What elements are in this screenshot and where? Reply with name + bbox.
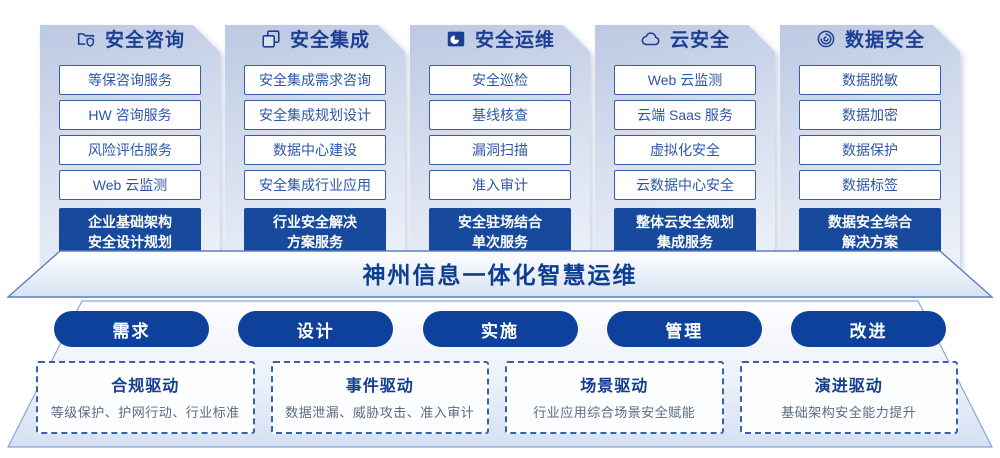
card-title: 安全咨询	[104, 30, 185, 51]
card-title: 云安全	[669, 30, 730, 51]
process-step-design: 设计	[238, 311, 394, 347]
process-step-manage: 管理	[606, 311, 762, 347]
service-item: 数据中心建设	[244, 135, 386, 165]
process-steps-row: 需求 设计 实施 管理 改进	[54, 311, 946, 347]
card-highlight: 行业安全解决 方案服务	[244, 208, 386, 257]
service-item: 虚拟化安全	[614, 135, 756, 165]
service-item: 数据脱敏	[799, 65, 941, 95]
card-header: 数据安全	[780, 25, 960, 52]
card-header: 安全运维	[410, 25, 590, 52]
service-item: 云数据中心安全	[614, 170, 756, 200]
driver-desc: 等级保护、护网行动、行业标准	[50, 405, 240, 420]
driver-title: 事件驱动	[345, 378, 414, 395]
service-item: Web 云监测	[614, 65, 756, 95]
documents-icon	[260, 28, 282, 50]
banner: 神州信息一体化智慧运维	[0, 250, 1000, 298]
service-card-ops: 安全运维 安全巡检 基线核查 漏洞扫描 准入审计 安全驻场结合 单次服务	[410, 5, 590, 250]
service-item: 数据标签	[799, 170, 941, 200]
process-step-improve: 改进	[791, 311, 946, 347]
card-title: 安全集成	[289, 30, 370, 51]
service-item: 准入审计	[429, 170, 571, 200]
process-step-implement: 实施	[422, 311, 578, 347]
service-item: 风险评估服务	[59, 135, 201, 165]
service-card-bg: 安全运维 安全巡检 基线核查 漏洞扫描 准入审计 安全驻场结合 单次服务	[410, 25, 590, 270]
drivers-row: 合规驱动 等级保护、护网行动、行业标准 事件驱动 数据泄漏、威胁攻击、准入审计 …	[36, 361, 958, 434]
driver-desc: 基础架构安全能力提升	[781, 405, 917, 420]
card-highlight: 企业基础架构 安全设计规划	[59, 208, 201, 257]
service-card-cloud: 云安全 Web 云监测 云端 Saas 服务 虚拟化安全 云数据中心安全 整体云…	[595, 5, 775, 250]
service-item: 安全集成需求咨询	[244, 65, 386, 95]
service-card-consulting: 安全咨询 等保咨询服务 HW 咨询服务 风险评估服务 Web 云监测 企业基础架…	[40, 5, 220, 250]
banner-title: 神州信息一体化智慧运维	[362, 262, 638, 288]
folder-shield-icon	[75, 28, 97, 50]
fingerprint-icon	[815, 28, 837, 50]
card-items: 数据脱敏 数据加密 数据保护 数据标签	[799, 65, 941, 200]
service-item: 云端 Saas 服务	[614, 100, 756, 130]
service-item: 等保咨询服务	[59, 65, 201, 95]
service-cards-row: 安全咨询 等保咨询服务 HW 咨询服务 风险评估服务 Web 云监测 企业基础架…	[40, 5, 960, 250]
service-card-bg: 安全咨询 等保咨询服务 HW 咨询服务 风险评估服务 Web 云监测 企业基础架…	[40, 25, 220, 270]
card-highlight: 安全驻场结合 单次服务	[429, 208, 571, 257]
driver-scenario: 场景驱动 行业应用综合场景安全赋能	[505, 361, 724, 434]
card-title: 安全运维	[474, 30, 555, 51]
service-item: 数据加密	[799, 100, 941, 130]
banner-trapezoid	[6, 250, 994, 298]
service-item: 安全集成行业应用	[244, 170, 386, 200]
service-card-bg: 安全集成 安全集成需求咨询 安全集成规划设计 数据中心建设 安全集成行业应用 行…	[225, 25, 405, 270]
monitor-pie-icon	[445, 28, 467, 50]
service-item: Web 云监测	[59, 170, 201, 200]
card-title: 数据安全	[844, 30, 925, 51]
service-item: 安全巡检	[429, 65, 571, 95]
process-step-demand: 需求	[54, 311, 209, 347]
card-items: 安全集成需求咨询 安全集成规划设计 数据中心建设 安全集成行业应用	[244, 65, 386, 200]
driver-desc: 数据泄漏、威胁攻击、准入审计	[285, 405, 475, 420]
driver-compliance: 合规驱动 等级保护、护网行动、行业标准	[36, 361, 255, 434]
driver-title: 演进驱动	[814, 378, 883, 395]
driver-title: 合规驱动	[111, 378, 180, 395]
service-card-bg: 数据安全 数据脱敏 数据加密 数据保护 数据标签 数据安全综合 解决方案	[780, 25, 960, 270]
service-card-bg: 云安全 Web 云监测 云端 Saas 服务 虚拟化安全 云数据中心安全 整体云…	[595, 25, 775, 270]
service-item: 数据保护	[799, 135, 941, 165]
service-card-integration: 安全集成 安全集成需求咨询 安全集成规划设计 数据中心建设 安全集成行业应用 行…	[225, 5, 405, 250]
driver-evolution: 演进驱动 基础架构安全能力提升	[739, 361, 958, 434]
card-highlight: 数据安全综合 解决方案	[799, 208, 941, 257]
cloud-icon	[640, 28, 662, 50]
card-header: 安全集成	[225, 25, 405, 52]
card-items: Web 云监测 云端 Saas 服务 虚拟化安全 云数据中心安全	[614, 65, 756, 200]
card-header: 安全咨询	[40, 25, 220, 52]
service-item: 安全集成规划设计	[244, 100, 386, 130]
card-highlight: 整体云安全规划 集成服务	[614, 208, 756, 257]
card-items: 等保咨询服务 HW 咨询服务 风险评估服务 Web 云监测	[59, 65, 201, 200]
driver-desc: 行业应用综合场景安全赋能	[533, 405, 696, 420]
driver-title: 场景驱动	[580, 378, 649, 395]
service-item: HW 咨询服务	[59, 100, 201, 130]
card-header: 云安全	[595, 25, 775, 52]
service-item: 基线核查	[429, 100, 571, 130]
card-items: 安全巡检 基线核查 漏洞扫描 准入审计	[429, 65, 571, 200]
driver-incident: 事件驱动 数据泄漏、威胁攻击、准入审计	[270, 361, 489, 434]
service-card-data: 数据安全 数据脱敏 数据加密 数据保护 数据标签 数据安全综合 解决方案	[780, 5, 960, 250]
service-item: 漏洞扫描	[429, 135, 571, 165]
